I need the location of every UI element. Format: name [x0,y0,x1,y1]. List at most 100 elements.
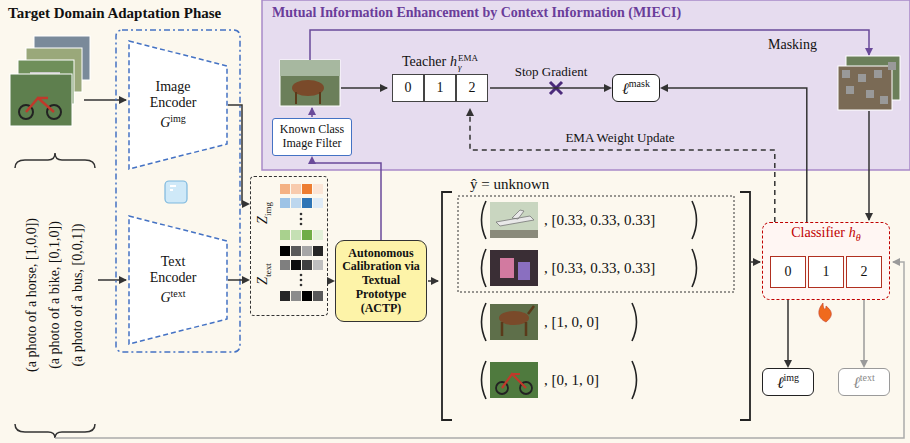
math-subscript: img [263,202,273,216]
masking-label: Masking [768,36,817,54]
feature-box: ZimgZtext [250,176,328,316]
masked-image [866,90,874,98]
feature-squares [302,291,312,301]
arrowhead [860,360,868,368]
class-cell: 1 [808,256,844,288]
math-symbol: h [849,225,856,240]
text-prompt: (a photo of a horse, [1,0,0]) [23,218,41,372]
math-superscript: img [170,113,186,124]
connector [490,84,612,92]
math-superscript: text [171,288,186,299]
connector [784,300,792,368]
label-vector: , [0.33, 0.33, 0.33] [544,211,655,229]
arrowhead [242,200,250,208]
class-index: 2 [861,264,868,280]
known-class-image [280,60,340,76]
math-symbol: Z [255,277,270,285]
class-cell: 2 [456,74,488,102]
image-encoder: Image EncoderGimg [128,40,228,170]
loss-box: ℓimg [762,368,814,396]
feature-label: Zimg [254,193,272,233]
feature-squares [300,223,303,226]
arrowhead [308,156,316,164]
sample-thumbnail [502,374,526,388]
unknown-group-box [458,196,734,292]
math-symbol: G [160,115,170,130]
classifier-model: Classifier hθ 0 1 2 [762,222,890,300]
connector-line [228,279,244,281]
arrowhead [466,108,474,116]
label-vector: , [0, 1, 0] [544,371,599,389]
known-class-image [296,92,320,104]
sample-thumbnail [502,306,534,336]
encoder-name: Text Encoder [138,254,208,286]
feature-squares [280,260,290,270]
output-to-classifier-arrow [751,261,760,263]
masked-image [888,62,896,70]
frozen-ice-icon [165,181,187,203]
math-superscript: img [784,372,800,383]
class-cell: 1 [424,74,456,102]
math-symbol: Z [255,216,270,224]
image-to-teacher-arrow [341,87,387,89]
math-symbol: G [160,290,170,305]
encoder-symbol: Gtext [160,288,185,307]
feature-squares [313,198,323,208]
loss-box: ℓmask [612,74,660,102]
connector-line [787,300,789,362]
text-prompt: (a photo of a bus, [0,0,1]) [69,223,87,366]
feature-squares [291,198,301,208]
math-subscript: θ [856,232,861,243]
masked-image [880,96,888,104]
feature-squares [300,218,303,221]
connector [228,105,250,208]
edge-label: Stop Gradient [512,64,591,80]
masked-to-classifier-arrow [868,111,870,220]
sample-thumbnail [490,202,538,238]
class-index: 1 [823,264,830,280]
feature-squares [300,279,303,282]
connector [327,277,335,285]
box-text: Autonomous Calibration via Textual Proto… [339,247,423,316]
feature-squares [302,230,312,240]
feature-squares [302,184,312,194]
text-input-arrow [98,279,126,281]
masked-image [858,74,866,82]
feature-squares [280,184,290,194]
math-symbol: ℓ [853,374,860,391]
feature-squares [313,291,323,301]
mieci-panel-ground [262,0,910,170]
feature-squares [291,246,301,256]
sample-parentheses [482,201,697,399]
math-symbol: h [450,54,457,69]
masked-image [838,66,892,110]
feature-squares [313,184,323,194]
prompt-brace [15,153,95,168]
math-symbol: ℓ [777,374,784,391]
loss-symbol: ℓimg [777,372,799,391]
feature-squares [280,246,290,256]
encoder-trapezoid [129,41,227,169]
masked-image [846,86,854,94]
label-vector: , [0.33, 0.33, 0.33] [544,259,655,277]
panel-title: Mutual Information Enhancement by Contex… [272,5,681,21]
unknown-label: ŷ = unknown [470,175,549,193]
class-index: 1 [437,80,444,96]
loss-symbol: ℓtext [853,372,875,391]
feature-squares [313,230,323,240]
input-image-stack [26,98,54,112]
known-class-image [280,60,340,106]
model-name: Classifier [791,225,845,240]
sample-thumbnail [518,262,530,280]
feature-squares [280,198,290,208]
connector-line [863,300,865,362]
label-vector: , [1, 0, 0] [544,313,599,331]
class-cell: 0 [392,74,424,102]
sample-thumbnail [490,230,538,238]
feature-squares [302,260,312,270]
loss-symbol: ℓmask [622,78,650,97]
class-cell: 2 [846,256,882,288]
class-index: 0 [785,264,792,280]
sample-thumbnail [499,311,529,325]
